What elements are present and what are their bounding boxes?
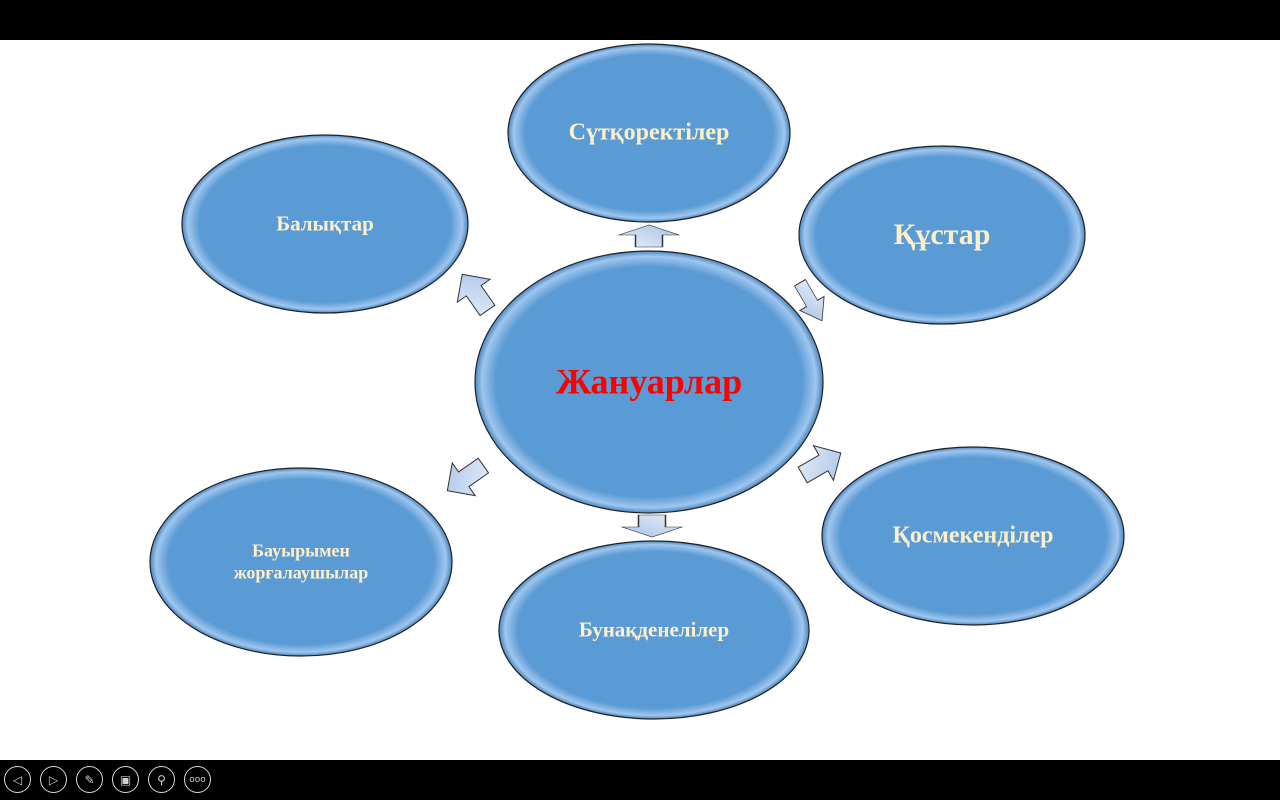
node-mammals: Сүтқоректілер — [568, 119, 730, 146]
pen-icon[interactable]: ✎ — [76, 766, 103, 793]
node-amphibians: Қосмекенділер — [892, 522, 1054, 549]
node-reptiles-line-1: Бауырымен — [252, 540, 350, 561]
node-insects: Бунақденелілер — [578, 617, 730, 642]
ellipse-top — [507, 43, 791, 223]
diagram — [149, 43, 1125, 720]
slide: Жануарлар Сүтқоректілер Балықтар Құстар … — [0, 40, 1280, 793]
ellipses — [149, 43, 1125, 720]
ellipse-bottom-left — [149, 467, 453, 657]
ellipse-right — [821, 446, 1125, 626]
ellipse-top-left — [181, 134, 469, 314]
ellipse-top-right — [798, 145, 1086, 325]
center-label: Жануарлар — [555, 361, 743, 402]
node-birds: Құстар — [893, 218, 991, 251]
node-reptiles: Бауырымен жорғалаушылар — [234, 540, 369, 583]
slides-icon[interactable]: ▣ — [112, 766, 139, 793]
node-reptiles-line-2: жорғалаушылар — [233, 562, 369, 582]
next-icon[interactable]: ▷ — [40, 766, 67, 793]
slideshow-controls: ◁ ▷ ✎ ▣ ⚲ ooo — [4, 766, 211, 793]
previous-icon[interactable]: ◁ — [4, 766, 31, 793]
ellipse-center — [474, 250, 824, 514]
arrow-up-left-icon — [445, 262, 505, 323]
arrow-up-icon — [618, 224, 680, 248]
arrow-down-icon — [621, 514, 683, 538]
more-icon[interactable]: ooo — [184, 766, 211, 793]
arrow-down-left-icon — [435, 448, 496, 508]
node-fish: Балықтар — [276, 211, 374, 236]
zoom-icon[interactable]: ⚲ — [148, 766, 175, 793]
ellipse-bottom — [498, 540, 810, 720]
